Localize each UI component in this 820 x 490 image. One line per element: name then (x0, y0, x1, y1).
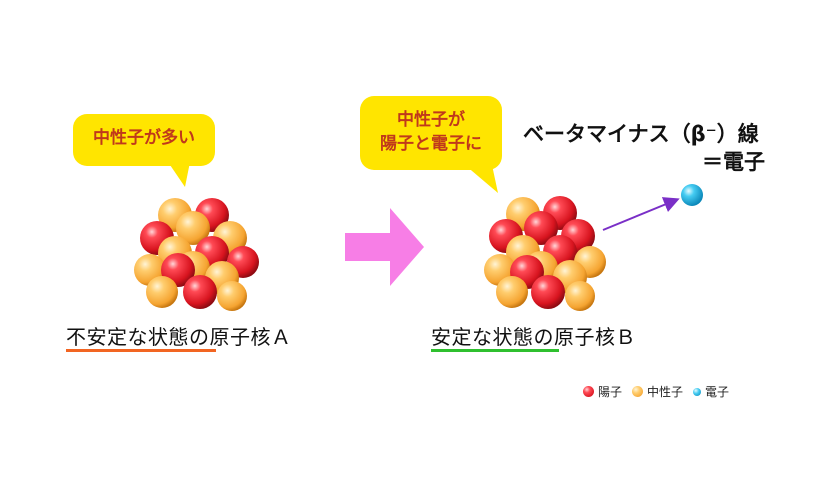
legend: 陽子 中性子 電子 (583, 383, 739, 400)
legend-label-neutron: 中性子 (647, 385, 684, 399)
nucleus-b (484, 196, 606, 311)
electron (681, 184, 703, 206)
legend-item-electron: 電子 (693, 383, 729, 400)
beta-label-line1: ベータマイナス（β⁻）線 (523, 122, 759, 146)
caption-nucleus-a: 不安定な状態の原子核Ａ (66, 325, 292, 349)
speech-bubble-right (360, 96, 502, 193)
electron-icon (693, 387, 702, 396)
emission-arrow (602, 197, 680, 231)
caption-nucleus-b: 安定な状態の原子核Ｂ (431, 325, 636, 349)
transition-arrow (345, 208, 424, 286)
underline-left (66, 349, 216, 352)
legend-item-neutron: 中性子 (632, 383, 683, 400)
neutron-icon (632, 386, 644, 397)
underline-right (431, 349, 559, 352)
legend-label-electron: 電子 (705, 385, 730, 399)
bubble-right-line1: 中性子が (397, 110, 465, 130)
nucleus-a (134, 198, 259, 311)
bubble-right-text: 中性子が 陽子と電子に (360, 108, 502, 156)
legend-label-proton: 陽子 (598, 385, 623, 399)
proton-icon (583, 386, 594, 397)
beta-label-line2: ＝電子 (702, 150, 765, 174)
bubble-right-line2: 陽子と電子に (380, 134, 482, 154)
bubble-left-text: 中性子が多い (93, 128, 195, 148)
legend-item-proton: 陽子 (583, 383, 622, 400)
speech-bubble-left (73, 114, 215, 187)
